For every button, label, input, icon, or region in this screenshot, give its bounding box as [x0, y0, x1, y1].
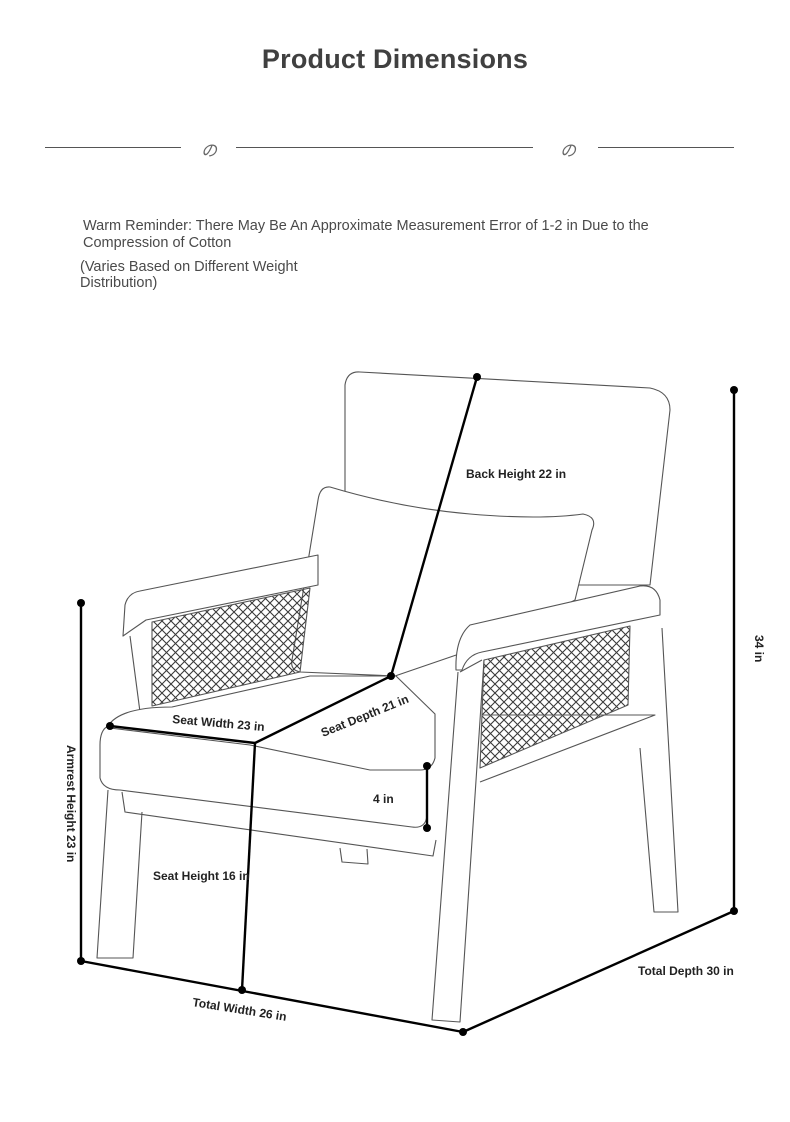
total-width-line	[80, 959, 464, 1034]
endpoint-dot	[238, 986, 246, 994]
seat-height-label: Seat Height 16 in	[153, 869, 250, 883]
armrest-height-label: Armrest Height 23 in	[64, 745, 78, 862]
back-height-line	[389, 376, 479, 677]
total-depth-line	[462, 909, 735, 1034]
divider-ornament-icon: の	[201, 141, 218, 160]
seat-width-line	[109, 724, 256, 745]
total-height-label: 34 in	[752, 635, 766, 662]
dimension-lines	[79, 376, 736, 1034]
endpoint-dot	[423, 762, 431, 770]
dimension-endpoints	[77, 373, 738, 1036]
endpoint-dot	[423, 824, 431, 832]
chair-illustration	[96, 371, 679, 1023]
endpoint-dot	[473, 373, 481, 381]
back-height-label: Back Height 22 in	[466, 467, 566, 481]
measurement-reminder: Warm Reminder: There May Be An Approxima…	[83, 218, 649, 251]
divider-line	[236, 147, 533, 148]
divider-ornament-icon: の	[560, 141, 577, 160]
divider-line	[45, 147, 181, 148]
seat-depth-line	[254, 674, 392, 745]
endpoint-dot	[106, 722, 114, 730]
page-title: Product Dimensions	[261, 44, 529, 74]
endpoint-dot	[387, 672, 395, 680]
endpoint-dot	[730, 386, 738, 394]
endpoint-dot	[730, 907, 738, 915]
endpoint-dot	[459, 1028, 467, 1036]
endpoint-dot	[77, 957, 85, 965]
seat-height-line	[240, 742, 257, 991]
endpoint-dot	[77, 599, 85, 607]
divider-line	[598, 147, 734, 148]
total-depth-label: Total Depth 30 in	[638, 964, 734, 978]
cushion-thickness-label: 4 in	[373, 792, 394, 806]
total-width-label: Total Width 26 in	[192, 995, 288, 1024]
weight-note: (Varies Based on Different Weight Distri…	[80, 259, 298, 291]
